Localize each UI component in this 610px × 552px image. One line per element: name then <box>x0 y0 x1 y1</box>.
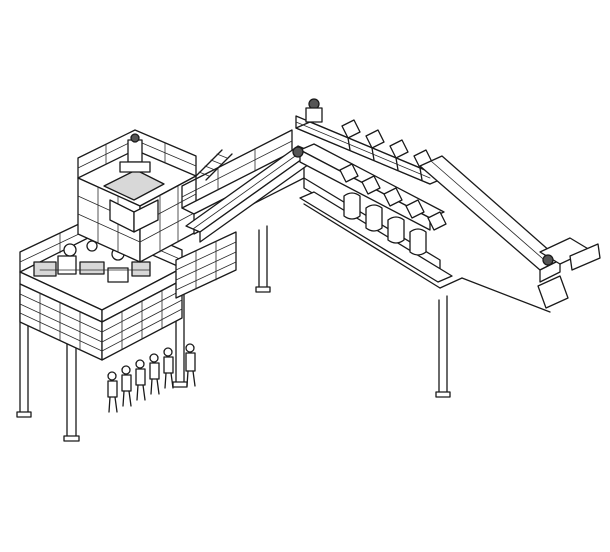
worker-figure <box>163 347 174 389</box>
worker-figure <box>185 343 196 387</box>
worker-figure <box>107 371 118 413</box>
upper-tower <box>77 129 197 263</box>
workers <box>107 343 196 413</box>
hoppers <box>343 192 427 256</box>
worker-figure <box>135 359 146 401</box>
worker-figure <box>149 353 160 395</box>
worker-figure <box>121 365 132 407</box>
weigh-heads-lower <box>339 163 447 231</box>
discharge-conveyor <box>419 155 601 309</box>
top-conveyor <box>292 98 447 256</box>
